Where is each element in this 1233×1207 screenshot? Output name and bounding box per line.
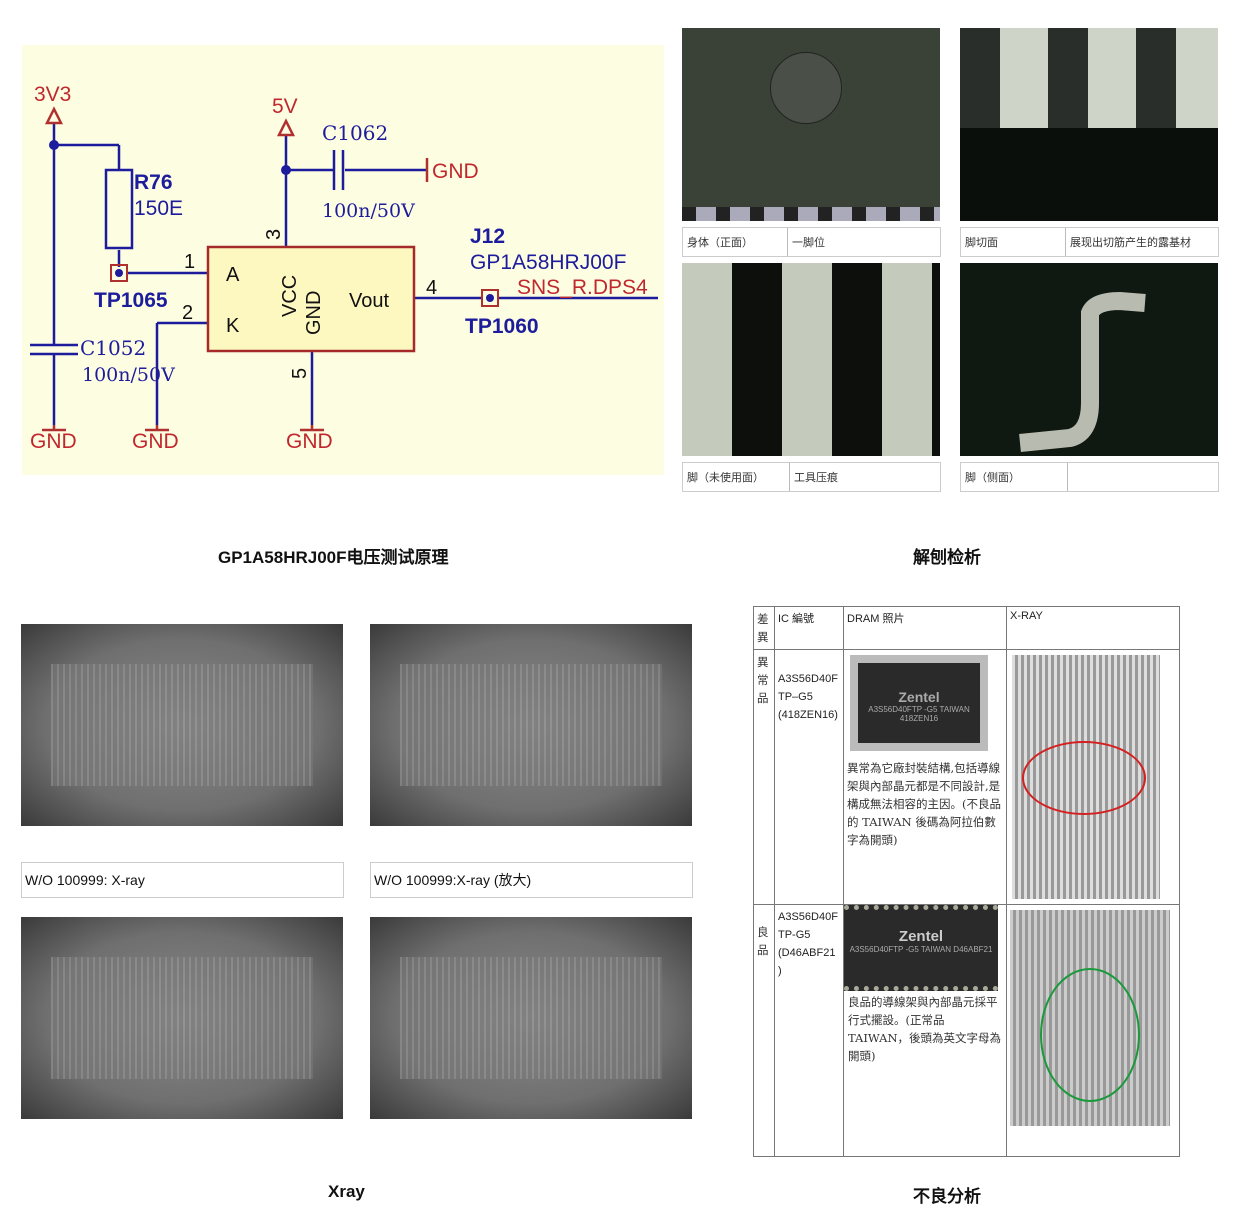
resistor-ref: R76: [134, 171, 173, 194]
header-xray: X-RAY: [1006, 606, 1180, 650]
good-circle: [1040, 968, 1140, 1102]
pin-gnd: GND: [303, 291, 325, 335]
xray-thumb: [1012, 655, 1160, 899]
xray-image-zoomed: [370, 917, 692, 1119]
c1062-value: 100n/50V: [322, 200, 415, 222]
row-type: 良品: [753, 904, 775, 1157]
tp1065-label: TP1065: [94, 289, 168, 312]
pin-number: 4: [426, 277, 437, 299]
photo-caption: 身体（正面）一脚位: [682, 227, 941, 257]
pin-k: K: [226, 315, 240, 337]
gnd-label: GND: [432, 160, 479, 183]
pin-a: A: [226, 264, 240, 286]
chip-brand: Zentel: [898, 689, 940, 705]
row-type: 異常品: [753, 649, 775, 905]
pin-number: 1: [184, 251, 195, 273]
xray-image-zoomed: [370, 624, 692, 826]
xray-image: [21, 624, 343, 826]
caption-dissection: 解刨检析: [913, 548, 981, 567]
ic-number: A3S56D40F TP–G5 (418ZEN16): [774, 649, 844, 905]
header-photo: DRAM 照片: [843, 606, 1007, 650]
pin-vout: Vout: [349, 290, 389, 312]
photo-caption: 脚切面展现出切筋产生的露基材: [960, 227, 1219, 257]
xray-image: [21, 917, 343, 1119]
photo-body-front: [682, 28, 940, 221]
c1052-value: 100n/50V: [82, 364, 175, 386]
chip-marking: A3S56D40FTP -G5 TAIWAN D46ABF21: [849, 945, 993, 954]
gnd-label: GND: [30, 430, 77, 453]
gnd-label: GND: [286, 430, 333, 453]
part-number: GP1A58HRJ00F: [470, 251, 626, 274]
header-diff: 差異: [753, 606, 775, 650]
photo-leg-unused: [682, 263, 940, 456]
caption-schematic: GP1A58HRJ00F电压测试原理: [218, 548, 449, 567]
xray-thumb: [1010, 910, 1170, 1126]
defect-circle: [1022, 741, 1146, 815]
tp1060-label: TP1060: [465, 315, 539, 338]
pin-number: 2: [182, 302, 193, 324]
ic-number: A3S56D40F TP-G5 (D46ABF21 ): [774, 904, 844, 1157]
photo-caption: 脚（未使用面）工具压痕: [682, 462, 941, 492]
net-3v3: 3V3: [34, 83, 71, 106]
net-label: SNS_R.DPS4: [517, 276, 648, 299]
xray-label: W/O 100999: X-ray: [21, 862, 344, 898]
gnd-label: GND: [132, 430, 179, 453]
schematic-diagram: 3V3 5V GND GND GND GND SNS_R.DPS4 R76 15…: [22, 45, 664, 475]
chip-marking: A3S56D40FTP -G5 TAIWAN 418ZEN16: [868, 705, 970, 723]
c1062-label: C1062: [322, 121, 388, 145]
resistor-value: 150E: [134, 197, 183, 220]
chip-brand: Zentel: [898, 928, 944, 945]
row-description: 異常為它廠封裝結構,包括導線架與內部晶元都是不同設計,是構成無法相容的主因。(不…: [847, 761, 1001, 847]
pin-number: 3: [263, 229, 285, 240]
caption-failure: 不良分析: [913, 1187, 981, 1206]
photo-leg-side: [960, 263, 1218, 456]
pin-number: 5: [289, 368, 311, 379]
pin-vcc: VCC: [279, 275, 301, 317]
j12-label: J12: [470, 225, 505, 248]
caption-xray: Xray: [328, 1182, 365, 1201]
photo-leg-section: [960, 28, 1218, 221]
c1052-label: C1052: [80, 336, 146, 360]
row-description: 良品的導線架與內部晶元採平行式擺設。(正常品 TAIWAN，後頭為英文字母為開頭…: [848, 995, 1002, 1063]
xray-label: W/O 100999:X-ray (放大): [370, 862, 693, 898]
photo-caption: 脚（侧面）: [960, 462, 1219, 492]
header-ic: IC 編號: [774, 606, 844, 650]
net-5v: 5V: [272, 95, 298, 118]
